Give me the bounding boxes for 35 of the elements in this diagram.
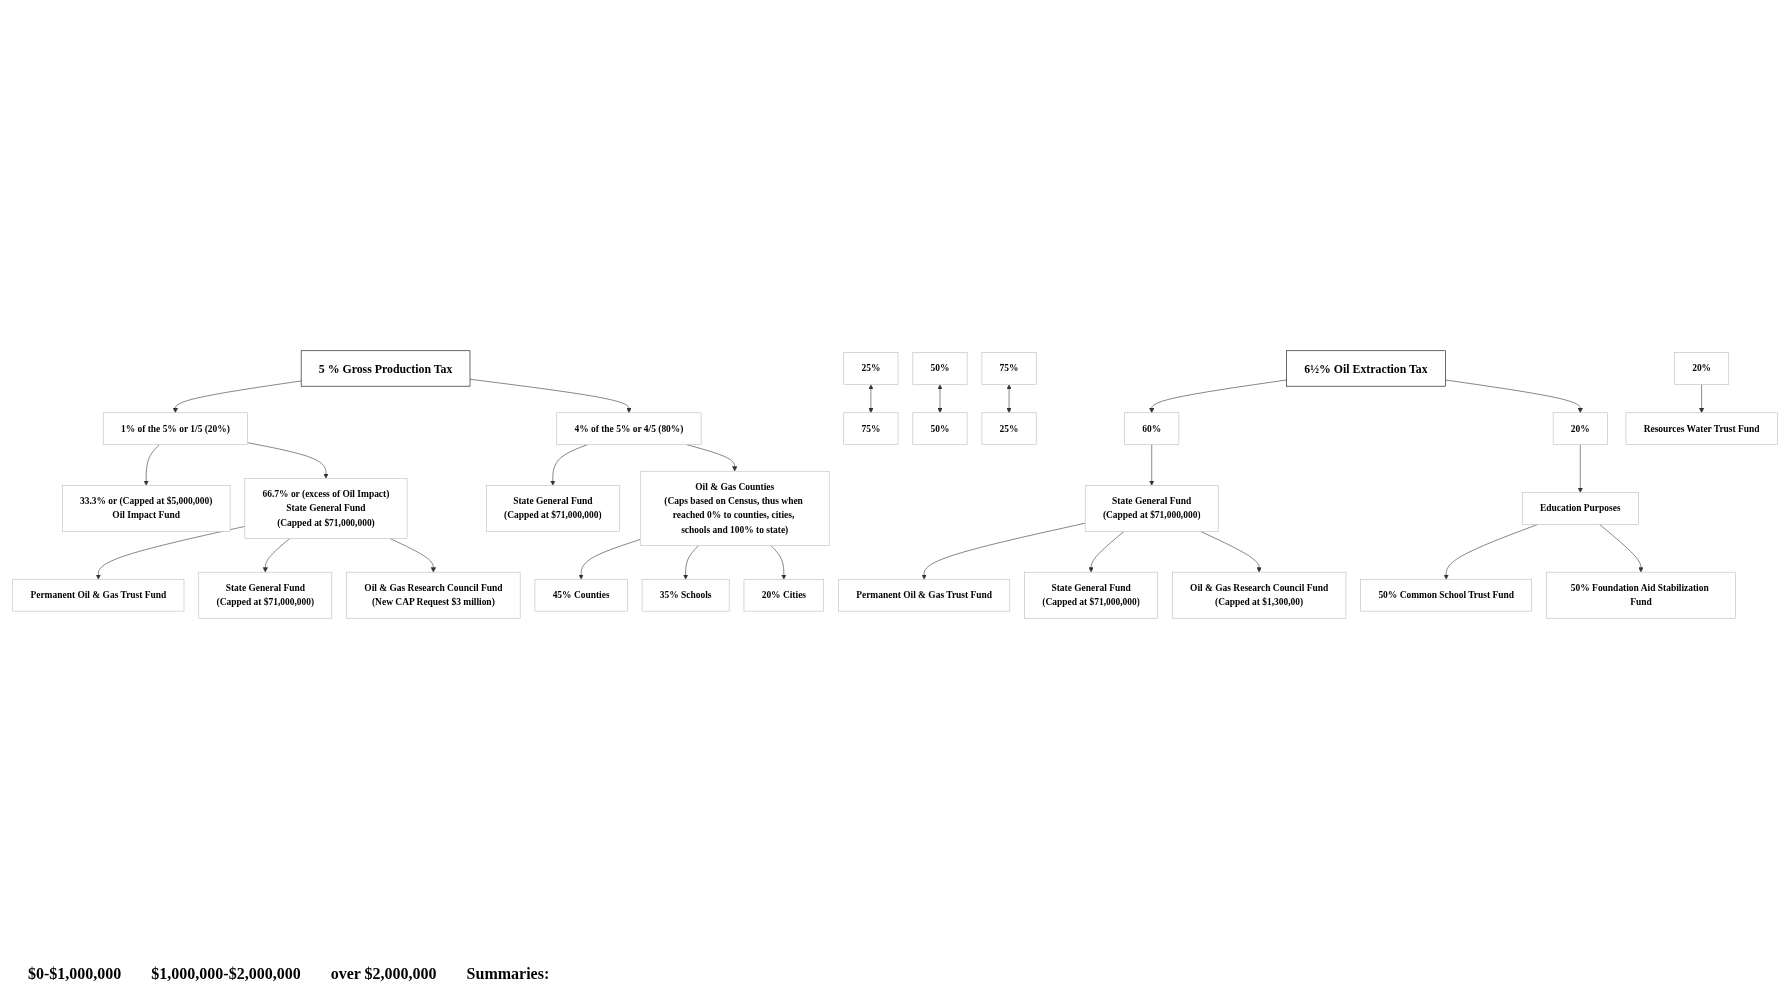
node-box: 20%	[1552, 412, 1608, 445]
note-text: Summaries:	[466, 965, 550, 983]
node-box: Oil & Gas Research Council Fund (New CAP Request $3 million)	[346, 571, 521, 619]
node-box: 50% Common School Trust Fund	[1360, 578, 1532, 612]
node-box: 4% of the 5% or 4/5 (80%)	[556, 412, 702, 445]
node-box: 45% Counties	[534, 578, 628, 612]
note-text: over $2,000,000	[330, 965, 437, 983]
node-box: 6½% Oil Extraction Tax	[1286, 350, 1446, 387]
node-box: 20% Cities	[743, 578, 825, 612]
node-box: State General Fund (Capped at $71,000,000)	[1084, 485, 1219, 532]
node-box: 35% Schools	[641, 578, 730, 612]
node-box: State General Fund (Capped at $71,000,000)	[486, 485, 620, 532]
node-box: Permanent Oil & Gas Trust Fund	[838, 578, 1011, 612]
node-box: Oil & Gas Counties (Caps based on Census, thus when reached 0% to counties, cities, schools and 100% to state)	[639, 470, 830, 546]
node-box: 75%	[843, 412, 899, 445]
node-box: 50%	[912, 412, 968, 445]
node-box: 75%	[981, 352, 1037, 385]
node-box: State General Fund (Capped at $71,000,000)	[1024, 571, 1158, 619]
node-box: 5 % Gross Production Tax	[300, 350, 471, 387]
node-box: 25%	[843, 352, 899, 385]
node-box: 20%	[1674, 352, 1730, 385]
node-box: Oil & Gas Research Council Fund (Capped at $1,300,00)	[1172, 571, 1347, 619]
node-box: Permanent Oil & Gas Trust Fund	[12, 578, 185, 612]
note-text: $1,000,000-$2,000,000	[151, 965, 301, 983]
node-box: 50%	[912, 352, 968, 385]
node-box: Resources Water Trust Fund	[1625, 412, 1778, 445]
node-box: 66.7% or (excess of Oil Impact) State General Fund (Capped at $71,000,000)	[244, 478, 408, 539]
node-box: 33.3% or (Capped at $5,000,000) Oil Impact Fund	[62, 485, 231, 532]
node-box: 60%	[1124, 412, 1180, 445]
node-box: 50% Foundation Aid Stabilization Fund	[1546, 571, 1736, 619]
node-box: State General Fund (Capped at $71,000,000)	[198, 571, 333, 619]
node-box: 25%	[981, 412, 1037, 445]
node-box: 1% of the 5% or 1/5 (20%)	[102, 412, 248, 445]
node-box: Education Purposes	[1522, 492, 1639, 525]
note-text: $0-$1,000,000	[28, 965, 122, 983]
